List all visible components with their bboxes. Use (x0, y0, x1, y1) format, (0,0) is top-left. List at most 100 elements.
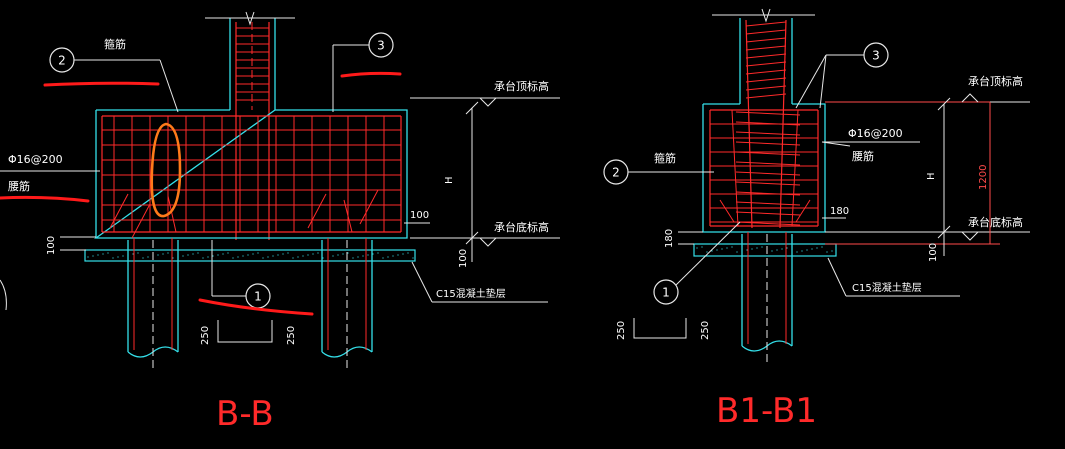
dim-100-bottom-right: 100 (928, 243, 939, 262)
concrete-texture (167, 252, 169, 254)
column-tie (745, 69, 787, 75)
stirrup (735, 141, 801, 146)
concrete-texture (362, 255, 364, 257)
concrete-texture (806, 249, 808, 251)
concrete-texture (342, 253, 344, 255)
concrete-texture (227, 252, 229, 254)
concrete-texture (701, 246, 703, 248)
concrete-texture (402, 253, 404, 255)
concrete-texture (337, 254, 339, 256)
dim-100-bottom-left: 100 (458, 249, 469, 268)
concrete-texture (307, 254, 309, 256)
concrete-texture (217, 254, 219, 256)
stirrup (735, 151, 801, 156)
height-dimension-right: H 1200 100 (926, 97, 991, 262)
column-left (205, 11, 295, 240)
concrete-texture (372, 253, 374, 255)
concrete-texture (172, 257, 174, 259)
column-tie (745, 37, 787, 43)
concrete-texture (751, 248, 753, 250)
bubble-1-left-text: 1 (254, 290, 262, 304)
concrete-texture (182, 255, 184, 257)
concrete-texture (771, 250, 773, 252)
pile-anchor (167, 195, 177, 233)
stirrup (735, 131, 801, 136)
bubble-3-left-text: 3 (377, 39, 385, 53)
concrete-texture (731, 246, 733, 248)
title-b1-b1: B1-B1 (716, 391, 817, 431)
concrete-texture (222, 253, 224, 255)
concrete-texture (322, 257, 324, 259)
concrete-texture (746, 249, 748, 251)
concrete-texture (826, 251, 828, 253)
concrete-texture (242, 255, 244, 257)
concrete-texture (212, 255, 214, 257)
concrete-texture (377, 252, 379, 254)
column-tie (745, 45, 787, 51)
concrete-texture (157, 254, 159, 256)
concrete-texture (816, 247, 818, 249)
concrete-texture (272, 255, 274, 257)
pile-left-1 (127, 238, 179, 370)
top-elevation-right: 承台顶标高 (825, 74, 1030, 103)
stirrup (735, 211, 801, 216)
concrete-texture (207, 256, 209, 258)
section-b-b: 2 箍筋 3 1 Φ16@200 腰筋 承台顶标高 承台底标高 (0, 11, 560, 434)
stirrup (735, 161, 801, 166)
stirrup (735, 121, 801, 126)
height-dimension-left: H (444, 101, 479, 262)
dim-180-left: 180 (664, 229, 675, 248)
stirrup (735, 201, 801, 206)
pile-right (741, 232, 793, 364)
svg-text:承台底标高: 承台底标高 (968, 215, 1023, 229)
concrete-texture (726, 247, 728, 249)
concrete-texture (786, 247, 788, 249)
column-tie (745, 29, 787, 35)
concrete-texture (282, 253, 284, 255)
concrete-texture (756, 247, 758, 249)
column-tie (745, 85, 787, 91)
pile-anchor (719, 199, 735, 223)
dim-1200: 1200 (978, 165, 989, 190)
title-b-b: B-B (216, 394, 274, 434)
label-waist-left: 腰筋 (8, 179, 30, 193)
concrete-texture (716, 249, 718, 251)
concrete-texture (367, 254, 369, 256)
concrete-texture (112, 257, 114, 259)
label-waist-right: 腰筋 (852, 149, 874, 163)
pile-anchor (307, 193, 327, 229)
concrete-texture (696, 247, 698, 249)
concrete-texture (811, 248, 813, 250)
concrete-texture (187, 254, 189, 256)
concrete-texture (302, 255, 304, 257)
bubble-1-right[interactable] (653, 279, 679, 305)
concrete-texture (831, 250, 833, 252)
concrete-texture (142, 257, 144, 259)
dim-100-right-left: 100 (410, 210, 429, 221)
stirrup (735, 191, 801, 196)
section-b1-b1: 3 2 箍筋 1 Φ16@200 腰筋 承台顶标高 承台底标高 (603, 8, 1030, 431)
concrete-texture (412, 257, 414, 259)
concrete-texture (92, 255, 94, 257)
stirrup (735, 111, 801, 116)
bottom-elevation-right: 承台底标高 (825, 215, 1030, 241)
concrete-texture (247, 254, 249, 256)
pile-left-2 (321, 238, 373, 370)
concrete-texture (262, 257, 264, 259)
label-cushion-left: C15混凝土垫层 (436, 287, 506, 300)
label-rebar-spec-right: Φ16@200 (848, 127, 903, 140)
svg-text:承台顶标高: 承台顶标高 (968, 74, 1023, 88)
bubble-1-right-text: 1 (662, 286, 670, 300)
concrete-texture (122, 255, 124, 257)
concrete-texture (147, 256, 149, 258)
stirrup (735, 181, 801, 186)
concrete-texture (132, 253, 134, 255)
concrete-texture (257, 252, 259, 254)
concrete-texture (352, 257, 354, 259)
label-cushion-right: C15混凝土垫层 (852, 281, 922, 294)
concrete-texture (347, 252, 349, 254)
concrete-texture (801, 250, 803, 252)
concrete-texture (267, 256, 269, 258)
